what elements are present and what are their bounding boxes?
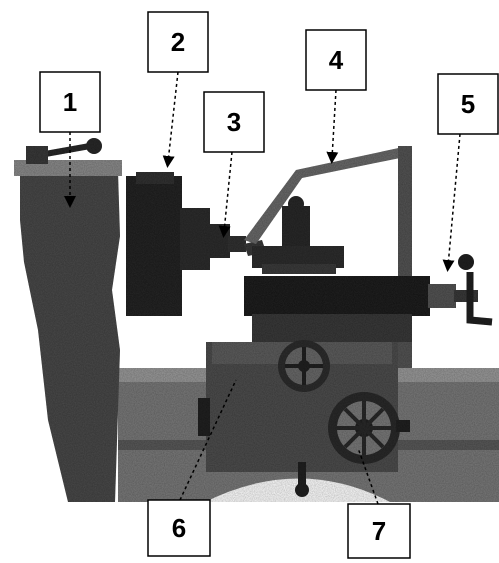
callout-box-5 bbox=[437, 73, 499, 135]
headstock-lever-knob bbox=[86, 138, 102, 154]
callout-label-5: 5 bbox=[461, 89, 475, 119]
leader-6 bbox=[179, 379, 237, 501]
chuck-body bbox=[126, 176, 182, 316]
callout-box-4 bbox=[305, 29, 367, 91]
feed-handle-knob bbox=[458, 254, 474, 270]
callout-box-6 bbox=[147, 499, 211, 557]
feed-shaft bbox=[454, 290, 478, 302]
leader-2 bbox=[162, 71, 179, 168]
callouts: 1 2 3 4 5 6 7 bbox=[39, 11, 499, 559]
compound-plate bbox=[252, 246, 344, 268]
callout-box-3 bbox=[203, 91, 265, 153]
lathe-body bbox=[14, 138, 499, 502]
callout-box-1 bbox=[39, 71, 101, 133]
bottom-stem bbox=[298, 462, 306, 486]
tool-arm bbox=[244, 146, 410, 360]
leader-5 bbox=[442, 133, 461, 272]
spindle-step-2 bbox=[208, 224, 230, 258]
callout-label-3: 3 bbox=[227, 107, 241, 137]
upper-handwheel bbox=[278, 340, 330, 392]
leader-3 bbox=[218, 151, 233, 238]
tool-post-knob bbox=[288, 196, 304, 212]
tool-post bbox=[282, 206, 310, 250]
leader-7 bbox=[357, 447, 379, 505]
saddle bbox=[252, 314, 412, 342]
callout-box-2 bbox=[147, 11, 209, 73]
carriage-handwheel bbox=[328, 392, 410, 464]
cross-slide bbox=[244, 276, 430, 316]
callout-label-4: 4 bbox=[329, 45, 344, 75]
spindle-step-1 bbox=[180, 208, 210, 270]
callout-label-1: 1 bbox=[63, 87, 77, 117]
callout-box-7 bbox=[347, 503, 411, 559]
headstock-lever-base bbox=[26, 146, 48, 164]
spindle-nose bbox=[228, 236, 246, 252]
callout-label-7: 7 bbox=[372, 516, 386, 546]
feed-handle bbox=[466, 272, 493, 326]
apron-lever bbox=[198, 398, 210, 436]
callout-label-6: 6 bbox=[172, 513, 186, 543]
compound-base bbox=[262, 264, 336, 274]
chuck-face bbox=[136, 172, 174, 184]
bottom-knob bbox=[295, 483, 309, 497]
cross-slide-screw bbox=[428, 284, 456, 308]
callout-label-2: 2 bbox=[171, 27, 185, 57]
headstock bbox=[20, 172, 120, 502]
leader-4 bbox=[326, 89, 339, 164]
